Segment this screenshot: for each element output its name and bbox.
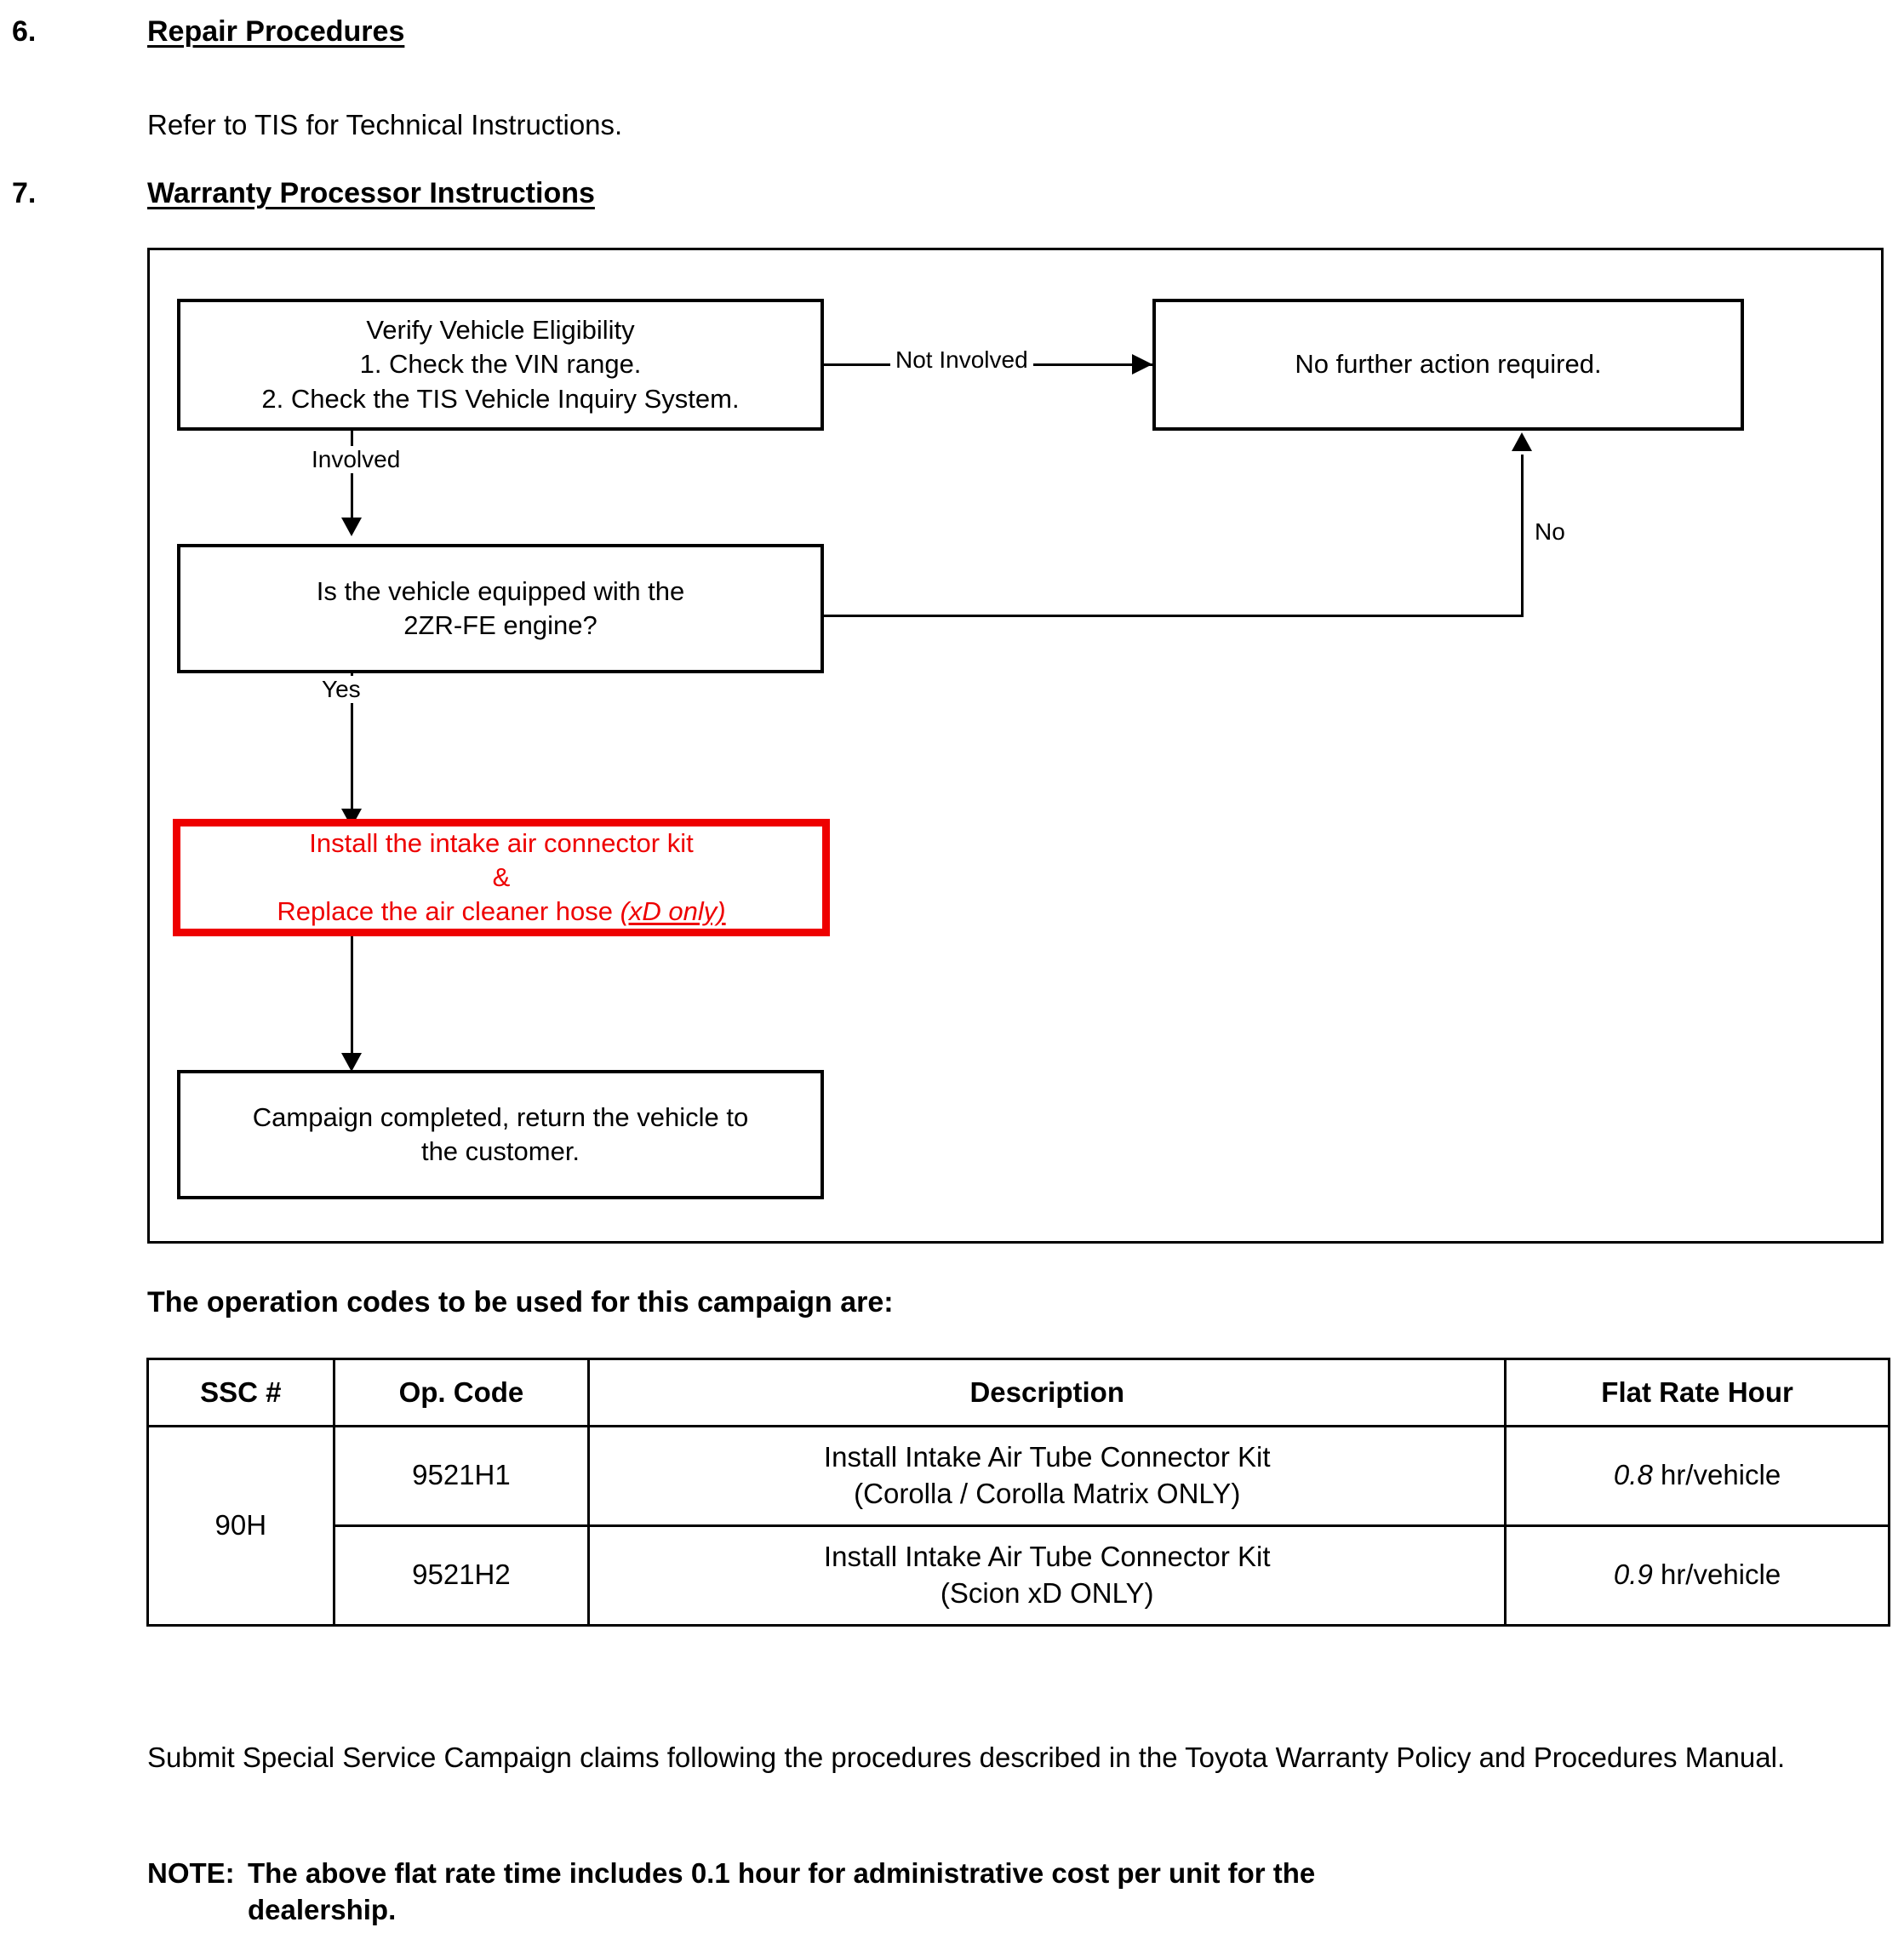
edge-involved-arrowhead xyxy=(341,518,362,536)
section-6-title: Repair Procedures xyxy=(147,15,405,48)
edge-label-yes: Yes xyxy=(317,676,366,703)
install-kit-line-1: Install the intake air connector kit xyxy=(309,827,694,858)
flow-node-install-kit: Install the intake air connector kit & R… xyxy=(173,819,830,936)
edge-involved-line xyxy=(351,431,353,520)
section-6-body: Refer to TIS for Technical Instructions. xyxy=(147,109,623,140)
edge-label-not-involved: Not Involved xyxy=(890,346,1033,374)
flat-rate-2-value: 0.9 xyxy=(1613,1559,1653,1591)
description-1-line-2: (Corolla / Corolla Matrix ONLY) xyxy=(854,1477,1241,1509)
table-row: 9521H2 Install Intake Air Tube Connector… xyxy=(148,1524,1890,1627)
column-header-flat-rate-hour: Flat Rate Hour xyxy=(1504,1358,1890,1427)
flat-rate-1-unit: hr/vehicle xyxy=(1652,1459,1781,1491)
install-kit-xd-only: (xD only) xyxy=(620,896,726,927)
verify-line-1: Verify Vehicle Eligibility xyxy=(366,315,635,346)
flow-node-no-further-action: No further action required. xyxy=(1152,299,1744,431)
cell-description-1: Install Intake Air Tube Connector Kit (C… xyxy=(587,1425,1507,1527)
flat-rate-2-unit: hr/vehicle xyxy=(1652,1559,1781,1591)
edge-yes-line xyxy=(351,673,353,813)
completed-line-1: Campaign completed, return the vehicle t… xyxy=(252,1101,749,1132)
flow-node-campaign-completed: Campaign completed, return the vehicle t… xyxy=(177,1070,824,1199)
edge-to-completed-arrowhead xyxy=(341,1053,362,1072)
flat-rate-1-value: 0.8 xyxy=(1613,1459,1653,1491)
install-kit-line-3-main: Replace the air cleaner hose xyxy=(277,896,620,927)
engine-question-line-2: 2ZR-FE engine? xyxy=(403,610,598,640)
submit-claims-paragraph: Submit Special Service Campaign claims f… xyxy=(147,1742,1786,1773)
edge-no-arrowhead xyxy=(1512,432,1532,451)
column-header-op-code: Op. Code xyxy=(332,1358,591,1427)
section-6-number: 6. xyxy=(12,15,37,48)
description-2-line-2: (Scion xD ONLY) xyxy=(940,1576,1154,1609)
note-block: NOTE: The above flat rate time includes 0… xyxy=(147,1856,1858,1929)
engine-question-line-1: Is the vehicle equipped with the xyxy=(316,575,685,606)
cell-op-code-2: 9521H2 xyxy=(332,1524,591,1627)
table-row: 90H 9521H1 Install Intake Air Tube Conne… xyxy=(146,1425,1890,1627)
edge-no-horizontal xyxy=(824,615,1524,617)
no-action-line-1: No further action required. xyxy=(1295,349,1602,380)
column-header-ssc: SSC # xyxy=(146,1358,335,1427)
flow-node-verify-eligibility: Verify Vehicle Eligibility 1. Check the … xyxy=(177,299,824,431)
flow-node-engine-question: Is the vehicle equipped with the 2ZR-FE … xyxy=(177,544,824,673)
warranty-flowchart: Verify Vehicle Eligibility 1. Check the … xyxy=(147,248,1884,1244)
verify-line-3: 2. Check the TIS Vehicle Inquiry System. xyxy=(261,383,740,414)
verify-line-2: 1. Check the VIN range. xyxy=(359,349,642,380)
description-1-line-1: Install Intake Air Tube Connector Kit xyxy=(823,1441,1271,1473)
table-header-row: SSC # Op. Code Description Flat Rate Hou… xyxy=(146,1358,1890,1427)
note-label: NOTE: xyxy=(147,1857,235,1889)
section-7-title: Warranty Processor Instructions xyxy=(147,177,595,209)
install-kit-line-2: & xyxy=(492,861,511,892)
operation-codes-table: SSC # Op. Code Description Flat Rate Hou… xyxy=(146,1358,1890,1627)
edge-not-involved-arrowhead xyxy=(1132,354,1152,375)
op-table-heading: The operation codes to be used for this … xyxy=(147,1286,894,1318)
column-header-description: Description xyxy=(587,1358,1507,1427)
cell-ssc-number: 90H xyxy=(146,1425,335,1627)
edge-label-involved: Involved xyxy=(306,446,406,473)
description-2-line-1: Install Intake Air Tube Connector Kit xyxy=(823,1540,1271,1572)
cell-description-2: Install Intake Air Tube Connector Kit (S… xyxy=(587,1524,1507,1627)
edge-to-completed-line xyxy=(351,936,353,1057)
edge-no-vertical xyxy=(1521,455,1524,616)
note-line-2: dealership. xyxy=(248,1893,397,1925)
cell-flat-rate-1: 0.8 hr/vehicle xyxy=(1504,1425,1890,1527)
note-line-1: The above flat rate time includes 0.1 ho… xyxy=(248,1857,1316,1889)
edge-label-no: No xyxy=(1529,518,1570,546)
cell-op-code-1: 9521H1 xyxy=(332,1425,591,1527)
section-7-number: 7. xyxy=(12,177,37,209)
completed-line-2: the customer. xyxy=(420,1136,580,1166)
cell-flat-rate-2: 0.9 hr/vehicle xyxy=(1504,1524,1890,1627)
install-kit-line-3: Replace the air cleaner hose (xD only) xyxy=(277,895,725,929)
